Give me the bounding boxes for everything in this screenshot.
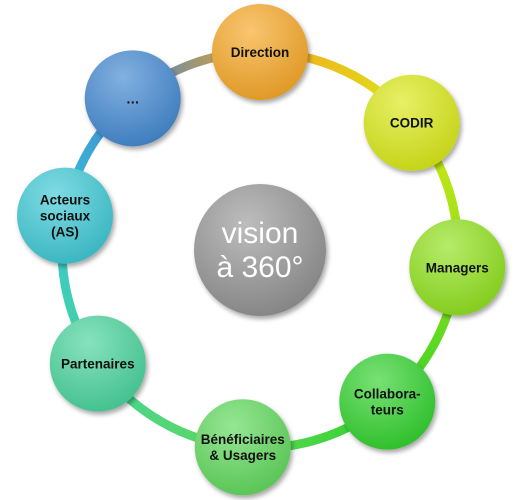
node-circle <box>363 74 460 171</box>
node-label-line: Partenaires <box>61 357 135 372</box>
node-circle <box>339 353 436 450</box>
node-label-line: sociaux <box>40 209 91 224</box>
node-circle <box>49 315 146 412</box>
node-circle <box>17 167 114 264</box>
node-label-line: Managers <box>426 260 489 275</box>
node-managers: Managers <box>409 219 506 316</box>
center-label-line: à 360° <box>216 251 303 284</box>
node-collaborateurs: Collabora-teurs <box>339 353 436 450</box>
node-label-line: CODIR <box>390 116 434 131</box>
node-label-line: teurs <box>371 403 404 418</box>
center-circle-shape <box>194 184 326 316</box>
node-label-line: & Usagers <box>209 448 276 463</box>
node-circle <box>212 4 308 100</box>
node-direction: Direction <box>212 4 308 100</box>
stakeholder-nodes: DirectionCODIRManagersCollabora-teursBén… <box>17 4 506 496</box>
node-beneficiaires: Bénéficiaires& Usagers <box>194 399 291 496</box>
node-circle <box>194 399 291 496</box>
node-label-line: Direction <box>231 45 290 60</box>
node-ellipsis: … <box>84 50 181 147</box>
node-codir: CODIR <box>363 74 460 171</box>
node-label-line: (AS) <box>51 225 79 240</box>
node-label-line: Bénéficiaires <box>201 432 285 447</box>
node-partenaires: Partenaires <box>49 315 146 412</box>
center-label-line: vision <box>222 217 299 250</box>
node-label-line: Acteurs <box>40 193 90 208</box>
node-label-line: Collabora- <box>354 387 421 402</box>
node-circle <box>409 219 506 316</box>
node-circle <box>84 50 181 147</box>
node-label-line: … <box>126 91 140 106</box>
